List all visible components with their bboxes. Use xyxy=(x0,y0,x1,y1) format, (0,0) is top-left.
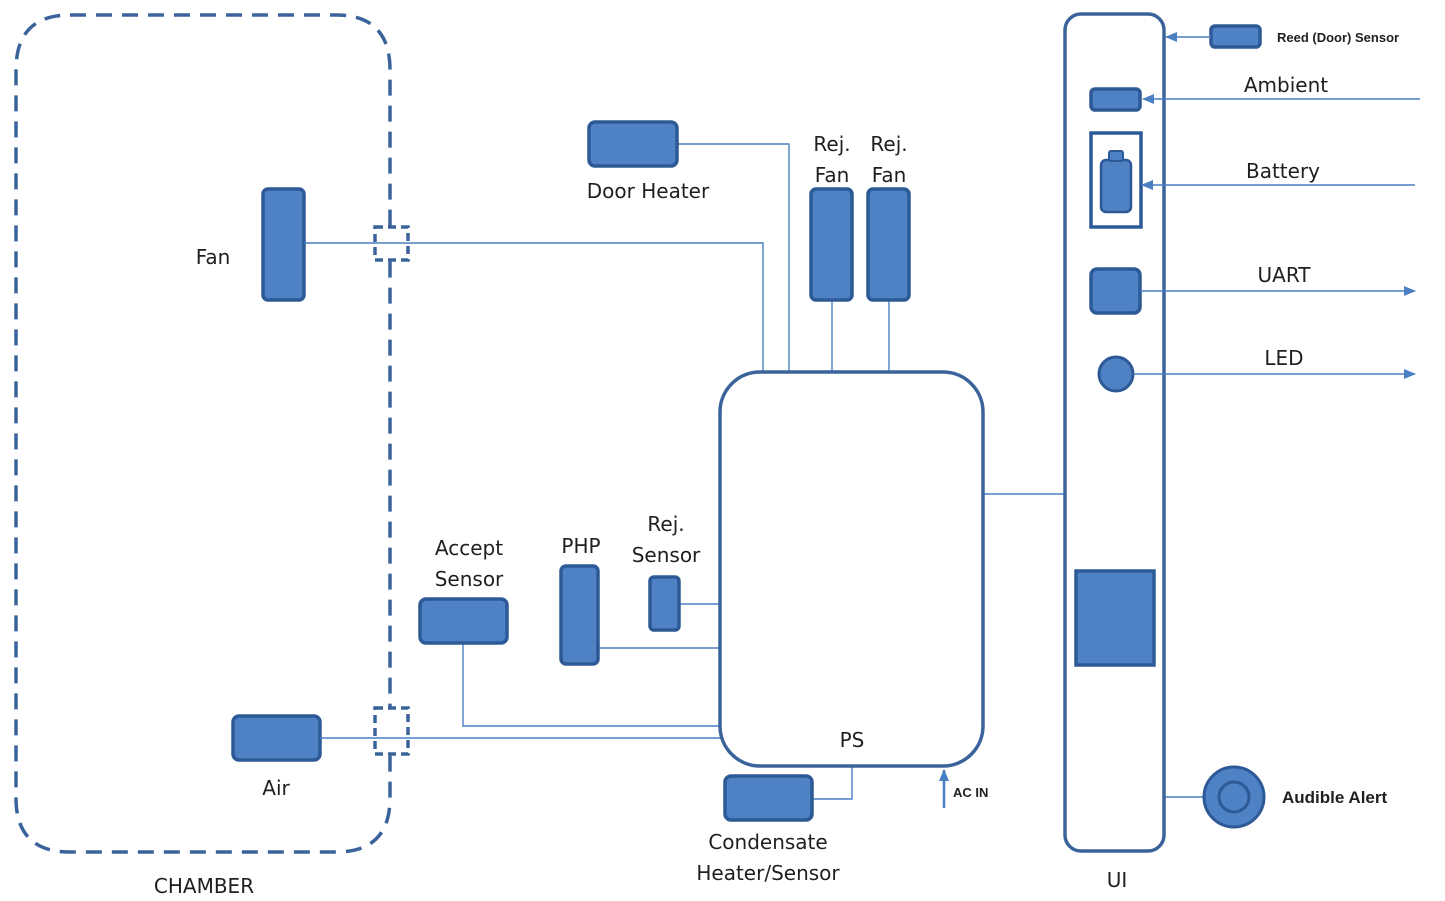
rej-fan-2-label-line1: Rej. xyxy=(870,132,907,156)
rej-sensor-block xyxy=(648,575,681,632)
ac-in-label: AC IN xyxy=(953,785,988,800)
fan-label: Fan xyxy=(196,245,231,269)
accept-sensor-label-line1: Accept xyxy=(435,536,503,560)
rej-fan-2-label-line2: Fan xyxy=(872,163,907,187)
led-label: LED xyxy=(1264,346,1303,370)
battery-icon xyxy=(1099,158,1133,214)
air-label: Air xyxy=(262,776,290,800)
fan-block xyxy=(261,187,306,302)
rej-sensor-label-line2: Sensor xyxy=(632,543,701,567)
controller-board xyxy=(718,370,985,768)
reed-sensor-block xyxy=(1209,24,1262,49)
led-indicator xyxy=(1097,355,1135,393)
air-wall-port xyxy=(373,706,410,756)
fan-wire xyxy=(304,242,764,372)
ui-display xyxy=(1074,569,1156,667)
uart-block xyxy=(1089,267,1142,315)
door-heater-block xyxy=(587,120,679,168)
rej-fan-1-block xyxy=(809,187,854,302)
ambient-label: Ambient xyxy=(1244,73,1328,97)
controller: PS xyxy=(718,370,985,768)
battery-icon-terminal xyxy=(1108,150,1124,162)
ambient-sensor-block xyxy=(1089,87,1142,112)
ui-label: UI xyxy=(1107,868,1128,892)
condensate-wire xyxy=(812,764,853,800)
rej-sensor-label-line1: Rej. xyxy=(647,512,684,536)
uart-label: UART xyxy=(1258,263,1312,287)
rej-fan-1-label-line1: Rej. xyxy=(813,132,850,156)
rej-fan-2-block xyxy=(866,187,911,302)
condensate-label-line1: Condensate xyxy=(708,830,827,854)
battery-label: Battery xyxy=(1246,159,1320,183)
audible-alert-inner xyxy=(1217,780,1251,814)
air-block xyxy=(231,714,322,762)
chamber-label: CHAMBER xyxy=(154,874,254,898)
door-heater-wire xyxy=(677,143,790,372)
reed-label: Reed (Door) Sensor xyxy=(1277,30,1399,45)
condensate-block xyxy=(723,774,814,822)
php-block xyxy=(559,564,600,666)
accept-sensor-wire xyxy=(462,643,722,727)
rej-fan-1-label-line2: Fan xyxy=(815,163,850,187)
accept-sensor-block xyxy=(418,597,509,645)
ps-label: PS xyxy=(840,728,865,752)
chamber-outline xyxy=(14,13,392,854)
ui-panel: UI Reed (Door) Sensor Ambient Battery UA… xyxy=(1063,12,1420,892)
condensate-label-line2: Heater/Sensor xyxy=(696,861,840,885)
wiring xyxy=(304,143,1203,800)
door-heater-label: Door Heater xyxy=(587,179,710,203)
audible-label: Audible Alert xyxy=(1282,788,1387,807)
accept-sensor-label-line2: Sensor xyxy=(435,567,504,591)
chamber: CHAMBER Fan Air xyxy=(14,13,410,898)
php-label: PHP xyxy=(561,534,600,558)
